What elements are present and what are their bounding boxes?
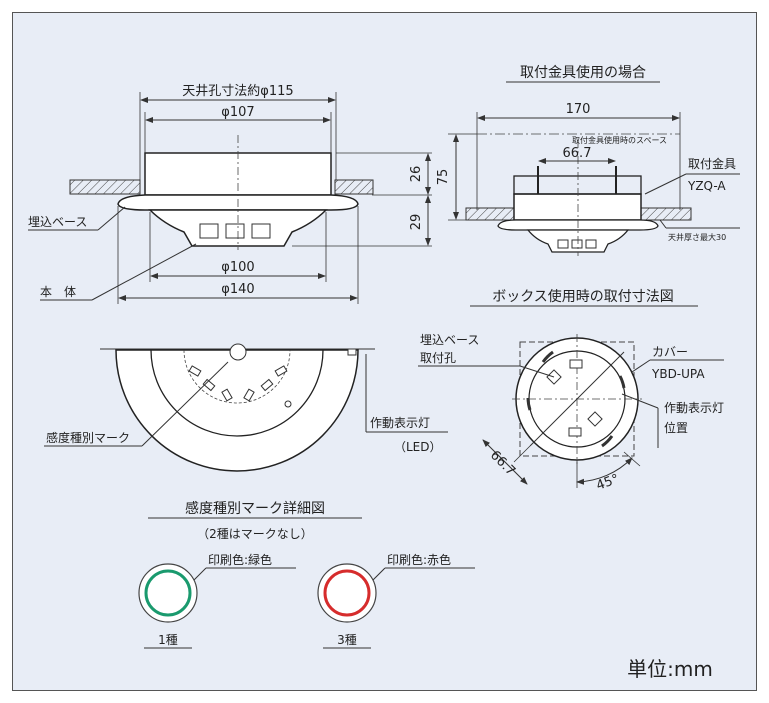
leader-cover [631,359,651,373]
bottom-outer [115,349,359,472]
leader-mark [141,361,229,447]
box-mounting-view [418,305,724,488]
ceiling-left-hatch [69,179,141,195]
bracket-base-box [513,193,642,221]
mark-type-1 [138,563,296,623]
height-26-label: 26 [409,166,424,183]
dia-107-label: φ107 [221,105,254,120]
leader-embed-base [97,206,126,231]
box-hole-label-1: 埋込ベース [420,333,479,347]
leader-box-lamp [621,393,659,409]
cover-label: カバー [652,345,688,359]
green-ring [144,569,192,617]
mark-type-3 [317,563,475,623]
dia-140-label: φ140 [221,282,254,297]
cover-model: YBD-UPA [651,367,705,381]
body-slot-1 [199,223,219,239]
bottom-inner [150,349,324,437]
box-title: ボックス使用時の取付寸法図 [492,288,674,305]
unit-label: 単位:mm [627,657,713,681]
sensitivity-mark-label: 感度種別マーク [46,430,130,445]
height-75-label: 75 [436,169,451,186]
bracket-label: 取付金具 [688,156,736,171]
embed-base-label: 埋込ベース [28,215,87,229]
box-lamp-label-1: 作動表示灯 [664,401,724,415]
red-ring [323,569,371,617]
angle-arc-45 [576,457,633,485]
led-indicator [347,348,357,356]
body-label: 本 体 [40,285,76,299]
width-66-7-label: 66.7 [563,146,592,161]
bottom-view [44,343,448,472]
bracket-model: YZQ-A [687,179,726,193]
ceiling-right-hatch [334,179,374,195]
marks-subtitle: （2種はマークなし） [197,527,313,541]
hole-size-label: 天井孔寸法約φ115 [182,84,293,99]
type-1-label: 1種 [158,633,178,647]
box-lamp-label-2: 位置 [664,420,688,435]
bracket-view [448,81,740,256]
bracket-frame [513,175,642,195]
height-29-label: 29 [409,214,424,231]
width-170-label: 170 [566,102,591,117]
box-hole-label-2: 取付孔 [420,351,456,365]
indicator-lamp-label: 作動表示灯 [370,416,430,430]
dia-100-label: φ100 [221,260,254,275]
box-dim-66-7-label: 66.7 [487,448,518,479]
marks-title: 感度種別マーク詳細図 [185,500,325,517]
leader-body [91,243,197,301]
leader-bracket [644,173,687,195]
green-color-label: 印刷色:緑色 [208,552,272,567]
led-label: （LED） [394,440,442,454]
type-3-label: 3種 [337,633,357,647]
body-slot-2 [225,223,245,239]
bracket-title: 取付金具使用の場合 [520,64,646,81]
angle-45-label: 45° [594,472,621,494]
leader-hole [519,365,555,378]
ceiling-thickness-label: 天井厚さ最大30 [668,232,726,242]
red-color-label: 印刷色:赤色 [387,553,451,567]
body-slot-3 [251,223,271,239]
bracket-space-label: 取付金具使用時のスペース [572,135,667,145]
side-view [28,92,432,304]
dim-line-box-66-7 [482,439,528,485]
